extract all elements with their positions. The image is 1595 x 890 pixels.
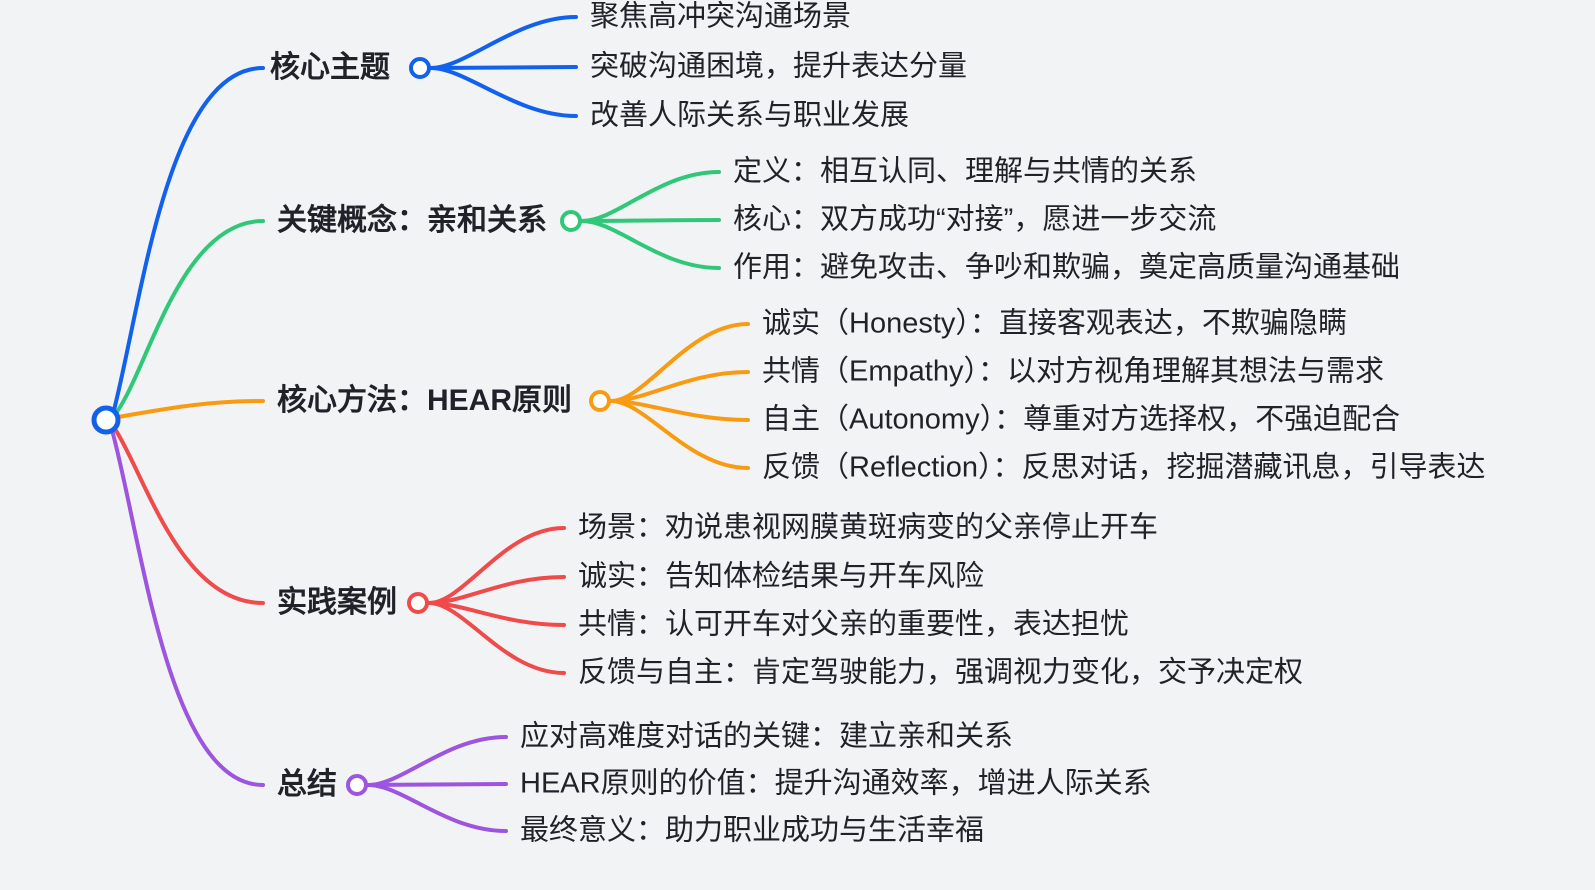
node-circle-summary[interactable]	[346, 774, 368, 796]
child-topic[interactable]: 诚实（Honesty）：直接客观表达，不欺骗隐瞒	[762, 307, 1347, 340]
child-topic[interactable]: 突破沟通困境，提升表达分量	[590, 50, 968, 83]
branch-curve-practice-case	[113, 427, 265, 605]
child-curve	[429, 65, 578, 70]
child-topic[interactable]: 反馈与自主：肯定驾驶能力，强调视力变化，交予决定权	[578, 656, 1304, 689]
child-curve	[580, 170, 721, 223]
branch-curve-summary	[110, 428, 265, 787]
child-curve	[427, 601, 566, 675]
child-curve	[366, 783, 508, 833]
child-topic[interactable]: 共情（Empathy）：以对方视角理解其想法与需求	[762, 355, 1384, 388]
child-curve	[580, 218, 721, 223]
branch-label-key-concept[interactable]: 关键概念：亲和关系	[277, 204, 547, 237]
child-curve	[580, 219, 721, 270]
child-topic[interactable]: 最终意义：助力职业成功与生活幸福	[520, 814, 985, 847]
child-topic[interactable]: 反馈（Reflection）：反思对话，挖掘潜藏讯息，引导表达	[762, 451, 1486, 484]
branch-curve-key-concept	[114, 219, 265, 415]
node-circle-practice-case[interactable]	[407, 592, 429, 614]
child-topic[interactable]: 诚实：告知体检结果与开车风险	[578, 560, 985, 593]
node-circle-key-concept[interactable]	[560, 210, 582, 232]
child-curve	[366, 782, 508, 787]
child-curve	[366, 735, 508, 787]
child-topic[interactable]: HEAR原则的价值：提升沟通效率，增进人际关系	[520, 767, 1152, 800]
child-curve	[429, 66, 578, 118]
child-topic[interactable]: 改善人际关系与职业发展	[590, 99, 910, 132]
branch-label-practice-case[interactable]: 实践案例	[277, 586, 397, 619]
child-topic[interactable]: 应对高难度对话的关键：建立亲和关系	[520, 720, 1014, 753]
branch-curve-core-theme	[112, 66, 265, 412]
child-topic[interactable]: 自主（Autonomy）：尊重对方选择权，不强迫配合	[762, 403, 1401, 436]
node-circle-core-method[interactable]	[589, 390, 611, 412]
child-curve	[427, 575, 566, 605]
child-curve	[429, 15, 578, 70]
branch-curve-core-method	[116, 399, 265, 419]
child-topic[interactable]: 核心：双方成功“对接”，愿进一步交流	[733, 203, 1217, 236]
branch-label-summary[interactable]: 总结	[277, 768, 337, 801]
child-curve	[427, 526, 566, 605]
branch-label-core-theme[interactable]: 核心主题	[270, 51, 390, 84]
child-topic[interactable]: 场景：劝说患视网膜黄斑病变的父亲停止开车	[578, 511, 1159, 544]
node-circle-core-theme[interactable]	[409, 57, 431, 79]
branch-label-core-method[interactable]: 核心方法：HEAR原则	[277, 384, 573, 417]
child-topic[interactable]: 共情：认可开车对父亲的重要性，表达担忧	[578, 608, 1130, 641]
child-topic[interactable]: 定义：相互认同、理解与共情的关系	[733, 155, 1198, 188]
child-curve	[609, 370, 750, 403]
child-curve	[609, 399, 750, 422]
child-topic[interactable]: 聚焦高冲突沟通场景	[590, 0, 852, 33]
child-curve	[427, 601, 566, 627]
child-curve	[609, 322, 750, 403]
root-node-circle[interactable]	[91, 405, 121, 435]
child-topic[interactable]: 作用：避免攻击、争吵和欺骗，奠定高质量沟通基础	[733, 251, 1401, 284]
child-curve	[609, 399, 750, 470]
